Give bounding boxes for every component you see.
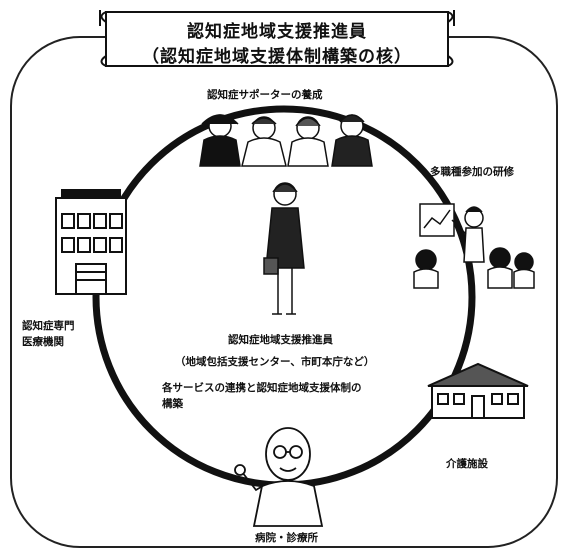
label-care: 介護施設 xyxy=(446,458,488,470)
title-line-2: （認知症地域支援体制構築の核） xyxy=(142,47,412,67)
medical-building-icon xyxy=(55,189,127,295)
label-center-desc-line-2: 構築 xyxy=(162,398,183,410)
supporters-group-icon xyxy=(199,114,373,167)
label-center-sub: （地域包括支援センター、市町本庁など） xyxy=(175,356,375,368)
label-supporters: 認知症サポーターの養成 xyxy=(207,89,323,101)
label-center-title: 認知症地域支援推進員 xyxy=(228,334,333,346)
label-center-desc-line-1: 各サービスの連携と認知症地域支援体制の xyxy=(162,382,362,394)
label-medical-line-1: 認知症専門 xyxy=(22,320,75,332)
doctor-icon xyxy=(234,427,324,527)
label-medical-line-2: 医療機関 xyxy=(22,336,64,348)
title-line-1: 認知症地域支援推進員 xyxy=(187,22,367,42)
scroll-icon xyxy=(99,10,455,67)
care-facility-icon xyxy=(427,362,529,419)
title-banner: 認知症地域支援推進員 （認知症地域支援体制構築の核） xyxy=(96,8,458,70)
training-session-icon xyxy=(413,203,535,289)
label-hospital: 病院・診療所 xyxy=(255,532,318,544)
label-training: 多職種参加の研修 xyxy=(430,166,514,178)
promoter-person-icon xyxy=(263,182,305,315)
